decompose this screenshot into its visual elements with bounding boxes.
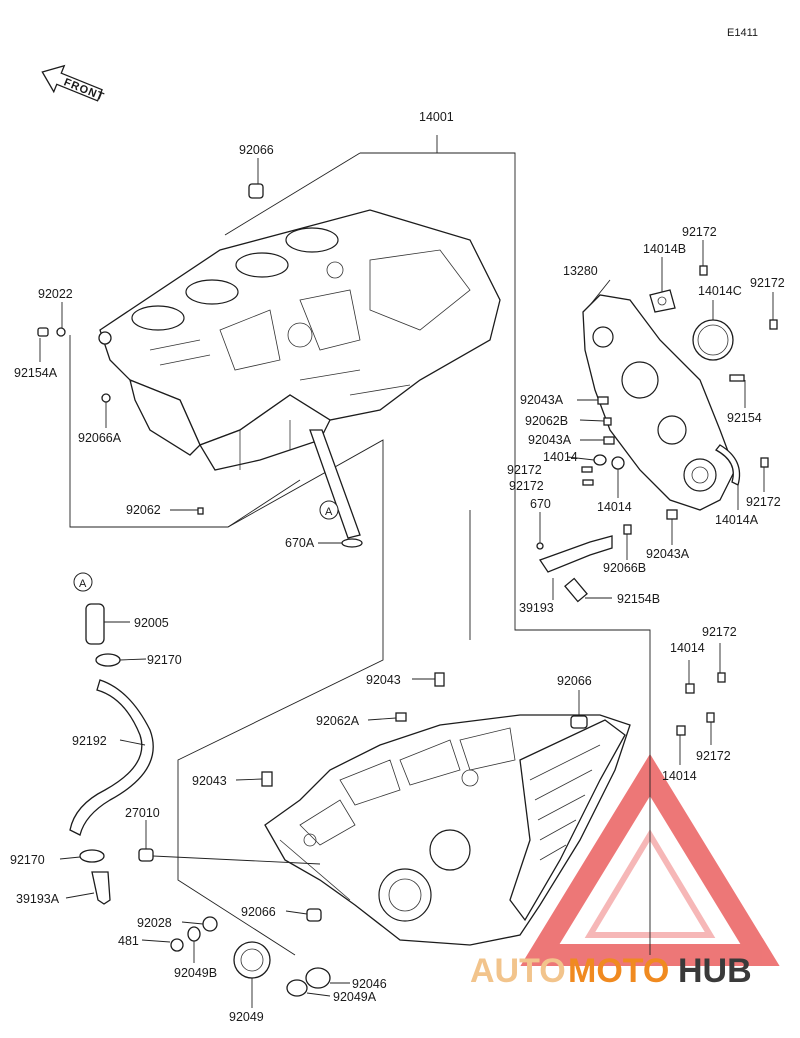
gasket-14014A (715, 444, 741, 486)
label-14014A: 14014A (715, 513, 759, 527)
label-92172-c: 92172 (507, 463, 542, 477)
lower-crankcase (264, 714, 631, 946)
label-92192: 92192 (72, 734, 107, 748)
label-39193A: 39193A (16, 892, 60, 906)
cover-13280 (582, 294, 736, 511)
upper-small-parts (37, 183, 264, 515)
gasket-14014C (692, 319, 734, 361)
label-92172-g: 92172 (696, 749, 731, 763)
oil-pipe-670A (309, 429, 363, 548)
label-670: 670 (530, 497, 551, 511)
label-92043A-a: 92043A (520, 393, 564, 407)
front-arrow-icon: FRONT (41, 64, 106, 104)
label-14014-a: 14014 (543, 450, 578, 464)
part-labels: 14001 92066 92022 92154A 92066A 92062 67… (10, 110, 785, 1024)
label-92170-a: 92170 (147, 653, 182, 667)
label-14014-d: 14014 (662, 769, 697, 783)
label-92154: 92154 (727, 411, 762, 425)
label-92049B: 92049B (174, 966, 217, 980)
bracket-39193 (536, 524, 632, 603)
watermark-text: AUTO MOTO HUB (470, 952, 752, 990)
label-92066-low: 92066 (241, 905, 276, 919)
watermark-auto: AUTO (470, 952, 566, 990)
label-92062: 92062 (126, 503, 161, 517)
label-481: 481 (118, 934, 139, 948)
label-39193: 39193 (519, 601, 554, 615)
callout-a-top-letter: A (325, 506, 333, 518)
hose-assembly (69, 603, 154, 905)
label-92066-top: 92066 (239, 143, 274, 157)
lower-small-parts (138, 672, 726, 997)
callout-a-top (319, 500, 339, 520)
label-92066B: 92066B (603, 561, 646, 575)
label-670A: 670A (285, 536, 315, 550)
label-92062B: 92062B (525, 414, 568, 428)
label-13280: 13280 (563, 264, 598, 278)
label-92172-f: 92172 (702, 625, 737, 639)
assembly-frame-lines (69, 135, 651, 956)
watermark-hub: HUB (678, 952, 752, 990)
label-92043-a: 92043 (366, 673, 401, 687)
label-92172-a: 92172 (682, 225, 717, 239)
gasket-14014B (649, 289, 676, 313)
label-92066-mid: 92066 (557, 674, 592, 688)
label-92172-d: 92172 (509, 479, 544, 493)
label-92005: 92005 (134, 616, 169, 630)
label-92154A: 92154A (14, 366, 58, 380)
label-14001: 14001 (419, 110, 454, 124)
leader-lines (39, 158, 774, 1008)
diagram-code: E1411 (727, 27, 758, 39)
label-92170-b: 92170 (10, 853, 45, 867)
label-92022: 92022 (38, 287, 73, 301)
label-92043A-c: 92043A (646, 547, 690, 561)
label-92154B: 92154B (617, 592, 660, 606)
callout-a-bottom (73, 572, 93, 592)
label-14014C: 14014C (698, 284, 742, 298)
label-92028: 92028 (137, 916, 172, 930)
label-92066A: 92066A (78, 431, 122, 445)
callout-a-bottom-letter: A (79, 578, 87, 590)
label-92172-e: 92172 (746, 495, 781, 509)
label-27010: 27010 (125, 806, 160, 820)
label-92049: 92049 (229, 1010, 264, 1024)
label-92062A: 92062A (316, 714, 360, 728)
front-label: FRONT (62, 76, 106, 103)
watermark-moto: MOTO (568, 952, 669, 990)
label-92043A-b: 92043A (528, 433, 572, 447)
cover-small-parts (581, 265, 778, 520)
upper-crankcase (99, 209, 501, 471)
label-92046: 92046 (352, 977, 387, 991)
label-92043-b: 92043 (192, 774, 227, 788)
label-14014-c: 14014 (670, 641, 705, 655)
label-92049A: 92049A (333, 990, 377, 1004)
label-14014B: 14014B (643, 242, 686, 256)
label-92172-b: 92172 (750, 276, 785, 290)
label-14014-b: 14014 (597, 500, 632, 514)
